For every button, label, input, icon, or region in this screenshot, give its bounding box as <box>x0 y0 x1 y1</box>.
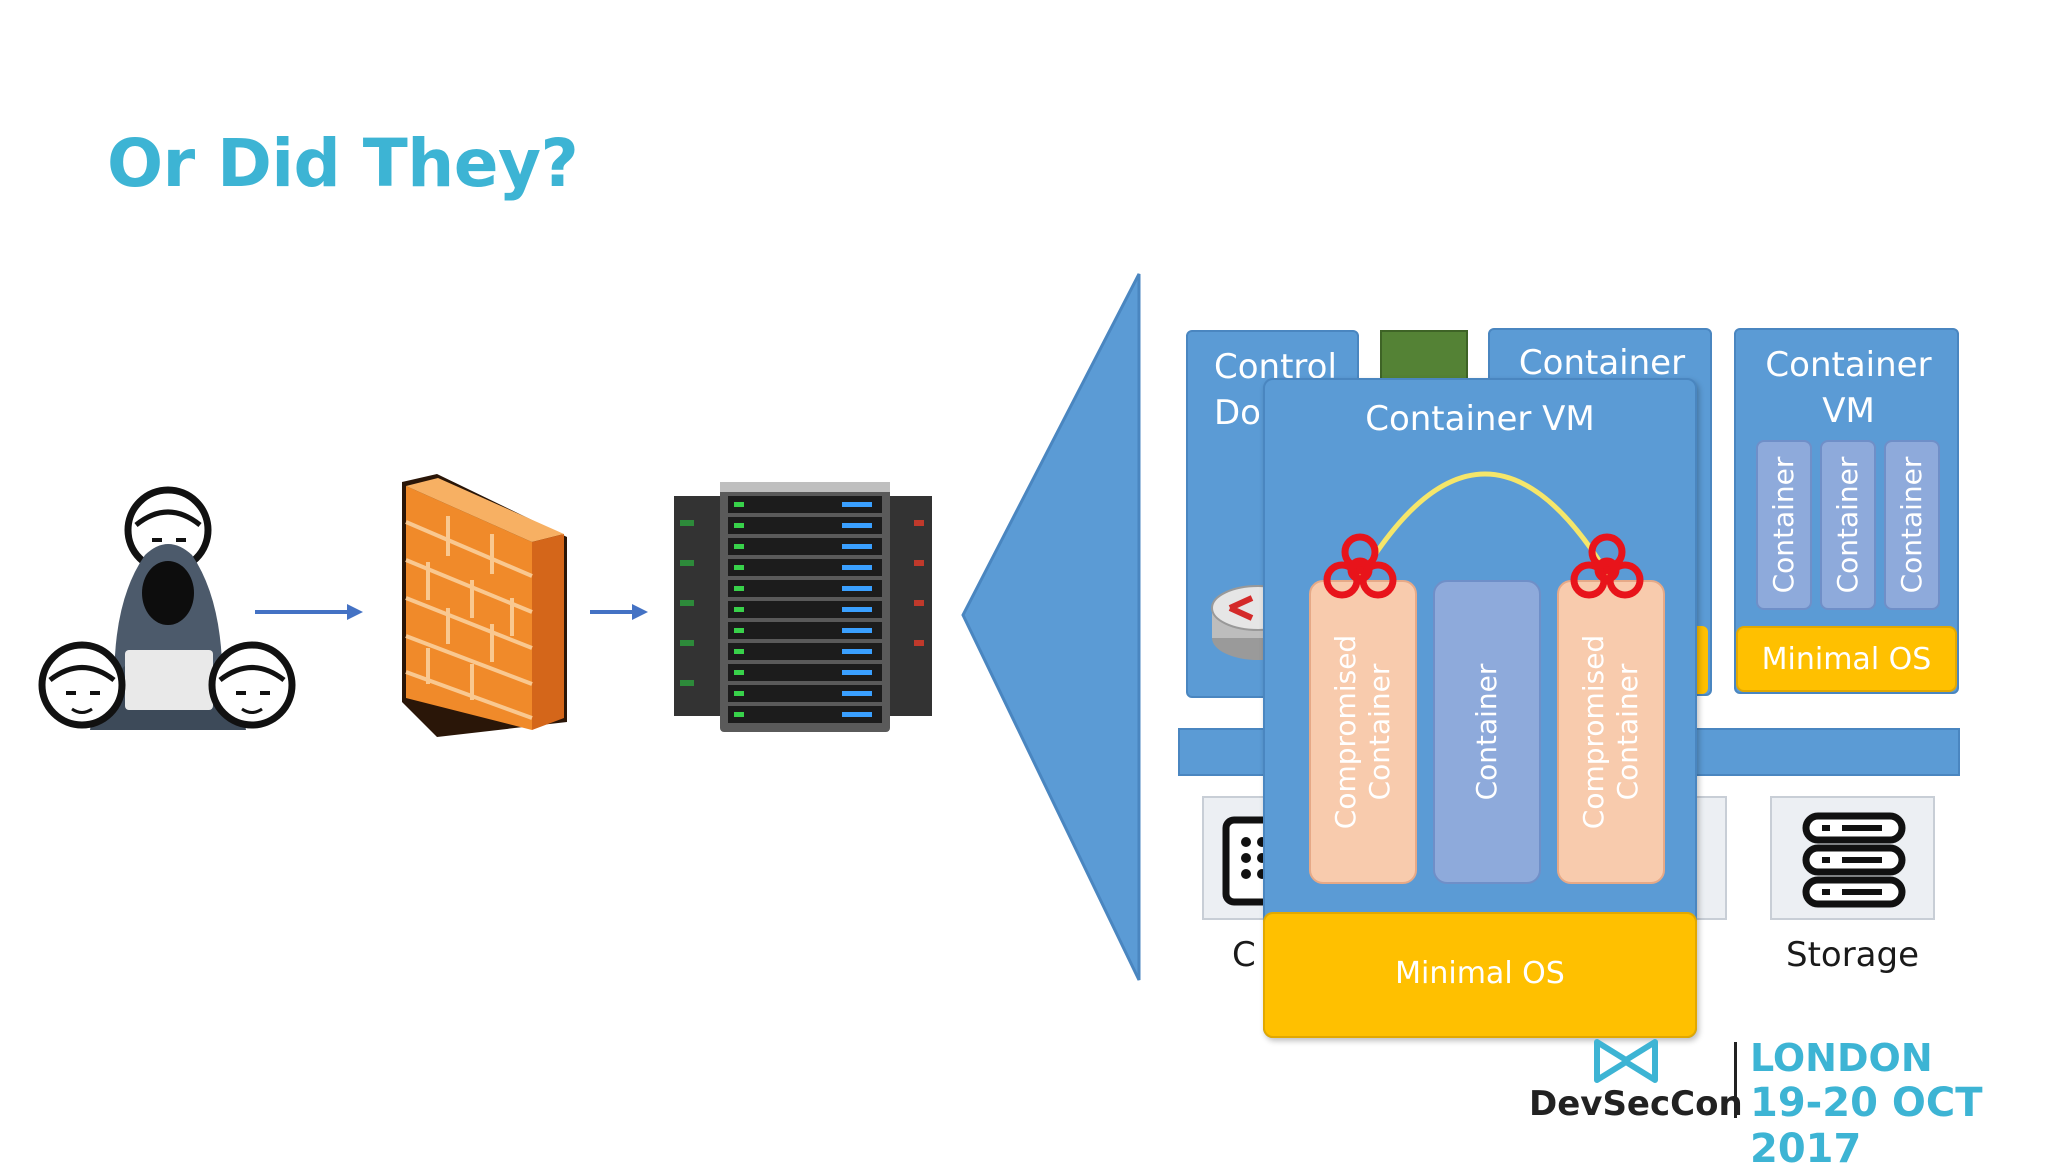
container-vm-middle-label: Container <box>1518 343 1686 383</box>
devseccon-logo: DevSecCon <box>1525 1038 1743 1124</box>
compute-label: C <box>1232 935 1256 975</box>
devseccon-logo-text: DevSecCon <box>1529 1084 1743 1124</box>
server-rack-icon <box>674 482 932 732</box>
storage-tile <box>1770 796 1935 920</box>
zoom-triangle-icon <box>961 273 1141 981</box>
slide-title: Or Did They? <box>107 125 579 202</box>
right-container-2: Container <box>1820 440 1876 610</box>
bowtie-logo-icon <box>1594 1039 1658 1083</box>
right-container-1: Container <box>1756 440 1812 610</box>
compromised-container-left-label: Compromised Container <box>1329 634 1396 830</box>
right-container-1-label: Container <box>1767 456 1800 594</box>
arrow-icon <box>255 604 363 620</box>
event-dates: 19-20 OCT 2017 <box>1750 1080 1983 1172</box>
firewall-icon <box>402 474 567 737</box>
right-container-3: Container <box>1884 440 1940 610</box>
storage-label: Storage <box>1785 935 1920 975</box>
right-container-2-label: Container <box>1831 456 1864 594</box>
logo-divider <box>1734 1042 1737 1118</box>
event-city: LONDON <box>1750 1036 1933 1080</box>
compromised-container-right[interactable]: Compromised Container <box>1557 580 1665 884</box>
container-middle-label: Container <box>1470 663 1503 801</box>
compromised-container-left[interactable]: Compromised Container <box>1309 580 1417 884</box>
biohazard-icon <box>1570 533 1644 599</box>
storage-icon <box>1802 812 1906 908</box>
hacker-icon <box>38 486 296 730</box>
lateral-movement-arc <box>1357 471 1613 580</box>
biohazard-icon <box>1323 533 1397 599</box>
right-minimal-os: Minimal OS <box>1736 626 1957 692</box>
container-middle[interactable]: Container <box>1433 580 1541 884</box>
container-vm-right-label: Container VM <box>1765 345 1932 431</box>
front-minimal-os: Minimal OS <box>1263 912 1697 1038</box>
container-vm-right-box: Container VM Container Container Contain… <box>1734 328 1959 694</box>
container-vm-front: Container VM Compromised Container Conta… <box>1263 378 1697 1038</box>
network-tile <box>1695 796 1727 920</box>
container-vm-front-title: Container VM <box>1365 399 1595 439</box>
right-container-3-label: Container <box>1895 456 1928 594</box>
compromised-container-right-label: Compromised Container <box>1577 634 1644 830</box>
arrow-icon <box>590 604 648 620</box>
